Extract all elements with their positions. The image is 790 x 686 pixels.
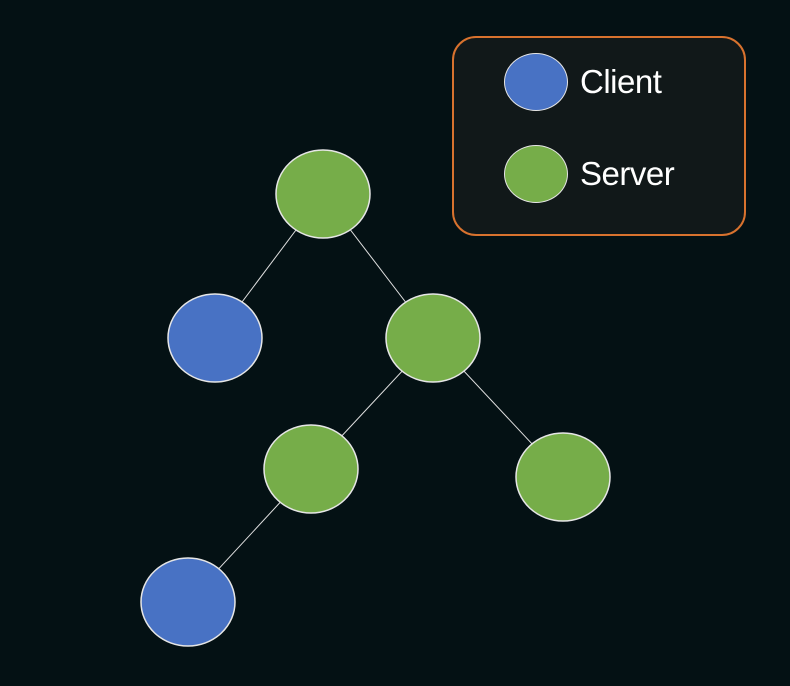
node-root-right — [385, 293, 481, 383]
node-root — [275, 149, 371, 239]
nodes-layer — [140, 149, 611, 647]
edges-layer — [187, 193, 564, 603]
node-root-left — [167, 293, 263, 383]
legend-item-client: Client — [504, 52, 662, 112]
legend-label-client: Client — [580, 63, 662, 100]
client-swatch — [504, 53, 568, 111]
legend-item-server: Server — [504, 144, 675, 204]
server-swatch — [504, 145, 568, 203]
legend-label-server: Server — [580, 155, 675, 192]
node-bottom-left — [140, 557, 236, 647]
node-mid-left — [263, 424, 359, 514]
node-mid-right — [515, 432, 611, 522]
legend-box: Client Server — [452, 36, 746, 236]
